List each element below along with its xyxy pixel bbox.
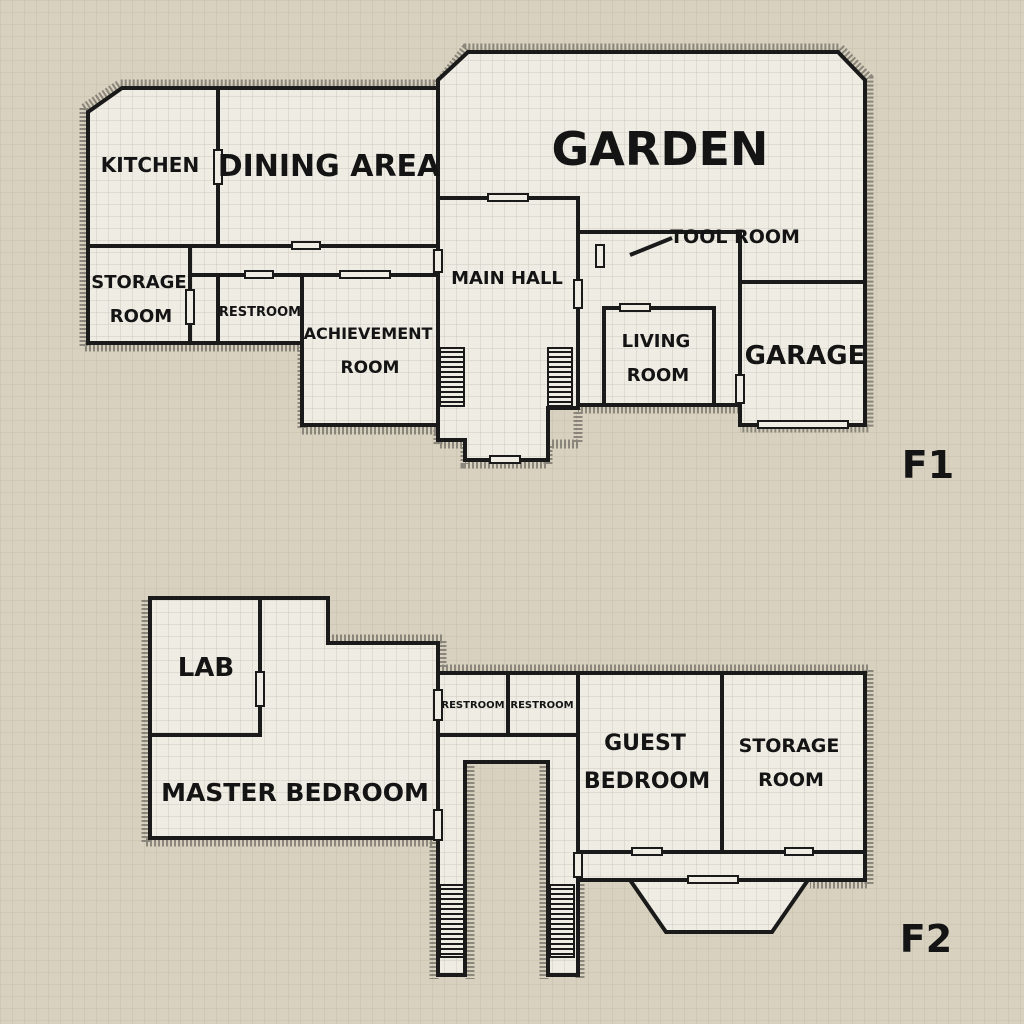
door[interactable] [213, 149, 223, 185]
door[interactable] [291, 241, 321, 250]
door[interactable] [784, 847, 814, 856]
living-room [602, 306, 716, 407]
label-storage-room-f2: STORAGE [739, 735, 840, 757]
guest-bedroom-room [576, 671, 724, 854]
label-storage-room-f2-2: ROOM [758, 769, 824, 791]
floor-label-f1: F1 [902, 443, 954, 487]
door[interactable] [631, 847, 663, 856]
outer-wall-texture [141, 600, 874, 979]
door[interactable] [619, 303, 651, 312]
door[interactable] [433, 689, 443, 721]
staircase-left-f1[interactable] [439, 347, 465, 407]
storage-room-f1 [86, 244, 192, 345]
staircase-left-f2[interactable] [439, 884, 465, 958]
door[interactable] [573, 279, 583, 309]
label-guest-bedroom: GUEST [604, 731, 686, 756]
storage-room-f2 [720, 671, 867, 854]
label-kitchen: KITCHEN [101, 153, 199, 177]
door[interactable] [687, 875, 739, 884]
floor-2: LAB MASTER BEDROOM RESTROOM RESTROOM GUE… [141, 596, 952, 979]
balcony-f2 [626, 878, 812, 934]
label-master-bedroom: MASTER BEDROOM [161, 778, 429, 807]
door[interactable] [244, 270, 274, 279]
door[interactable] [185, 289, 195, 325]
label-restroom-1: RESTROOM [441, 700, 504, 711]
label-tool-room: TOOL ROOM [670, 226, 800, 248]
label-living-room: LIVING [622, 331, 691, 352]
doors-f2 [255, 671, 814, 884]
door[interactable] [487, 193, 529, 202]
floor-1: KITCHEN DINING AREA GARDEN TOOL ROOM STO… [79, 43, 954, 487]
staircase-right-f1[interactable] [547, 347, 573, 407]
door[interactable] [735, 374, 745, 404]
label-storage-room: STORAGE [91, 272, 186, 293]
garage-room [738, 280, 867, 427]
achievement-room [300, 273, 440, 427]
label-storage-room-2: ROOM [110, 306, 172, 327]
tool-room-pointer [629, 236, 673, 257]
outer-wall-texture [79, 43, 874, 469]
label-main-hall: MAIN HALL [451, 268, 563, 289]
label-achievement-room-2: ROOM [341, 358, 400, 378]
door[interactable] [255, 671, 265, 707]
label-lab: LAB [178, 653, 235, 683]
lab-room [148, 596, 262, 737]
door[interactable] [489, 455, 521, 464]
label-garden: GARDEN [552, 122, 769, 176]
door[interactable] [433, 809, 443, 841]
door[interactable] [757, 420, 849, 429]
doors-f1 [185, 149, 849, 464]
door[interactable] [573, 852, 583, 878]
label-restroom: RESTROOM [219, 305, 301, 320]
corridor-f1 [188, 244, 440, 277]
label-garage: GARAGE [745, 341, 866, 371]
floor-label-f2: F2 [900, 917, 952, 961]
door[interactable] [433, 249, 443, 273]
door[interactable] [339, 270, 391, 279]
label-restroom-2: RESTROOM [510, 700, 573, 711]
label-guest-bedroom-2: BEDROOM [584, 769, 710, 794]
label-living-room-2: ROOM [627, 365, 689, 386]
label-achievement-room: ACHIEVEMENT [304, 324, 433, 343]
label-dining-area: DINING AREA [218, 149, 441, 184]
staircase-right-f2[interactable] [549, 884, 575, 958]
door[interactable] [595, 244, 605, 268]
